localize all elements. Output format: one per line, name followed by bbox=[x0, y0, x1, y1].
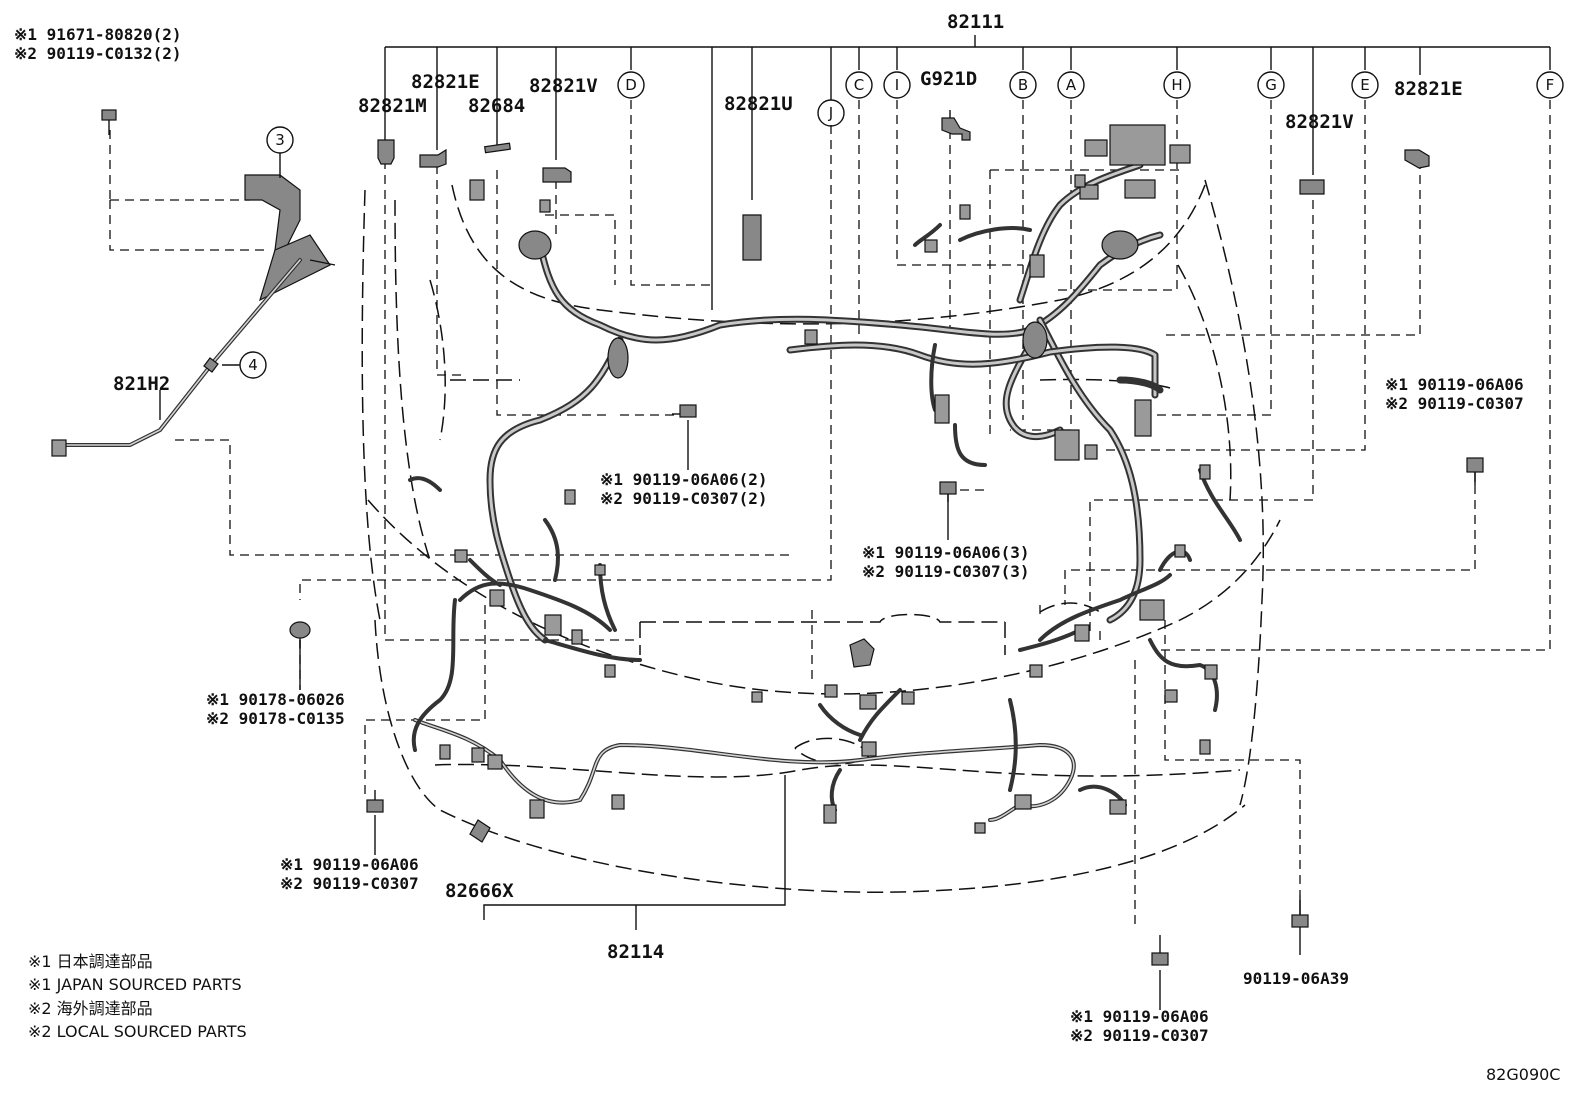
antenna-assembly-821H2 bbox=[51, 174, 336, 457]
sub-harness-82114 bbox=[408, 223, 1242, 822]
note-bottom-right-1: ※1 90119-06A06 bbox=[1070, 1007, 1209, 1026]
note-center-1: ※1 90119-06A06(3) bbox=[862, 543, 1030, 562]
svg-text:J: J bbox=[828, 104, 833, 122]
note-left-clip-2: ※2 90178-C0135 bbox=[206, 709, 345, 728]
callout-circles: D J C I B A H G E F 3 4 bbox=[222, 71, 1564, 379]
note-bottom-far-right: 90119-06A39 bbox=[1243, 969, 1349, 988]
legend-line-1: ※1 日本調達部品 bbox=[28, 952, 153, 971]
connectors bbox=[439, 124, 1218, 843]
bolts-and-clips bbox=[101, 109, 1484, 966]
callout-B: B bbox=[1009, 71, 1037, 99]
svg-text:E: E bbox=[1360, 76, 1369, 94]
note-bottom-left-1: ※1 90119-06A06 bbox=[280, 855, 419, 874]
label-82821E-left: 82821E bbox=[411, 71, 480, 93]
callout-H: H bbox=[1163, 71, 1191, 99]
svg-text:G: G bbox=[1265, 76, 1277, 94]
legend-line-4: ※2 LOCAL SOURCED PARTS bbox=[28, 1022, 247, 1041]
main-harness-82111 bbox=[486, 161, 1164, 644]
label-82821V-right: 82821V bbox=[1285, 111, 1354, 133]
note-left-clip-1: ※1 90178-06026 bbox=[206, 690, 345, 709]
note-bottom-left-2: ※2 90119-C0307 bbox=[280, 874, 419, 893]
note-center-left-2: ※2 90119-C0307(2) bbox=[600, 489, 768, 508]
bolt-bottom-far-right bbox=[1291, 900, 1309, 928]
label-82111: 82111 bbox=[947, 11, 1004, 33]
svg-text:I: I bbox=[895, 76, 899, 94]
bolt-center bbox=[939, 481, 957, 502]
callout-4: 4 bbox=[239, 351, 267, 379]
loose-parts bbox=[377, 117, 1430, 261]
part-labels: 82111 82821E 82821V 82821M 82684 82821U … bbox=[113, 11, 1463, 963]
callout-G: G bbox=[1257, 71, 1285, 99]
callout-3: 3 bbox=[266, 126, 294, 154]
label-821H2: 821H2 bbox=[113, 373, 170, 395]
label-82821M: 82821M bbox=[358, 95, 427, 117]
label-82114: 82114 bbox=[607, 941, 664, 963]
svg-text:4: 4 bbox=[248, 356, 258, 374]
legend-line-2: ※1 JAPAN SOURCED PARTS bbox=[28, 975, 242, 994]
svg-text:D: D bbox=[625, 76, 637, 94]
svg-text:B: B bbox=[1018, 76, 1028, 94]
callout-E: E bbox=[1351, 71, 1379, 99]
bolt-right bbox=[1466, 457, 1484, 482]
callout-I: I bbox=[883, 71, 911, 99]
svg-text:3: 3 bbox=[275, 131, 285, 149]
bolt-bottom-left bbox=[366, 790, 384, 813]
label-82821V-left: 82821V bbox=[529, 75, 598, 97]
callout-C: C bbox=[845, 71, 873, 99]
label-82821U: 82821U bbox=[724, 93, 793, 115]
callout-J: J bbox=[817, 99, 845, 127]
main-harness-bracket bbox=[384, 35, 1551, 310]
label-82666X: 82666X bbox=[445, 880, 514, 902]
callout-F: F bbox=[1536, 71, 1564, 99]
label-G921D: G921D bbox=[920, 68, 977, 90]
note-bottom-right-2: ※2 90119-C0307 bbox=[1070, 1026, 1209, 1045]
drawing-number: 82G090C bbox=[1486, 1065, 1560, 1084]
note-top-left-2: ※2 90119-C0132(2) bbox=[14, 44, 182, 63]
svg-text:F: F bbox=[1546, 76, 1555, 94]
legend: ※1 日本調達部品 ※1 JAPAN SOURCED PARTS ※2 海外調達… bbox=[28, 952, 247, 1041]
callout-A: A bbox=[1057, 71, 1085, 99]
note-right-1: ※1 90119-06A06 bbox=[1385, 375, 1524, 394]
label-82684: 82684 bbox=[468, 95, 525, 117]
note-top-left-1: ※1 91671-80820(2) bbox=[14, 25, 182, 44]
bolt-bottom-right bbox=[1151, 935, 1169, 966]
bolt-center-left bbox=[672, 404, 697, 418]
svg-text:A: A bbox=[1066, 76, 1077, 94]
bolt-top-left bbox=[101, 109, 117, 135]
legend-line-3: ※2 海外調達部品 bbox=[28, 999, 153, 1018]
svg-text:H: H bbox=[1171, 76, 1182, 94]
note-center-left-1: ※1 90119-06A06(2) bbox=[600, 470, 768, 489]
callout-D: D bbox=[617, 71, 645, 99]
note-right-2: ※2 90119-C0307 bbox=[1385, 394, 1524, 413]
clip-left bbox=[289, 621, 311, 648]
bolt-notes: ※1 91671-80820(2) ※2 90119-C0132(2) ※1 9… bbox=[14, 25, 1524, 1045]
label-82821E-right: 82821E bbox=[1394, 78, 1463, 100]
note-center-2: ※2 90119-C0307(3) bbox=[862, 562, 1030, 581]
svg-text:C: C bbox=[854, 76, 864, 94]
